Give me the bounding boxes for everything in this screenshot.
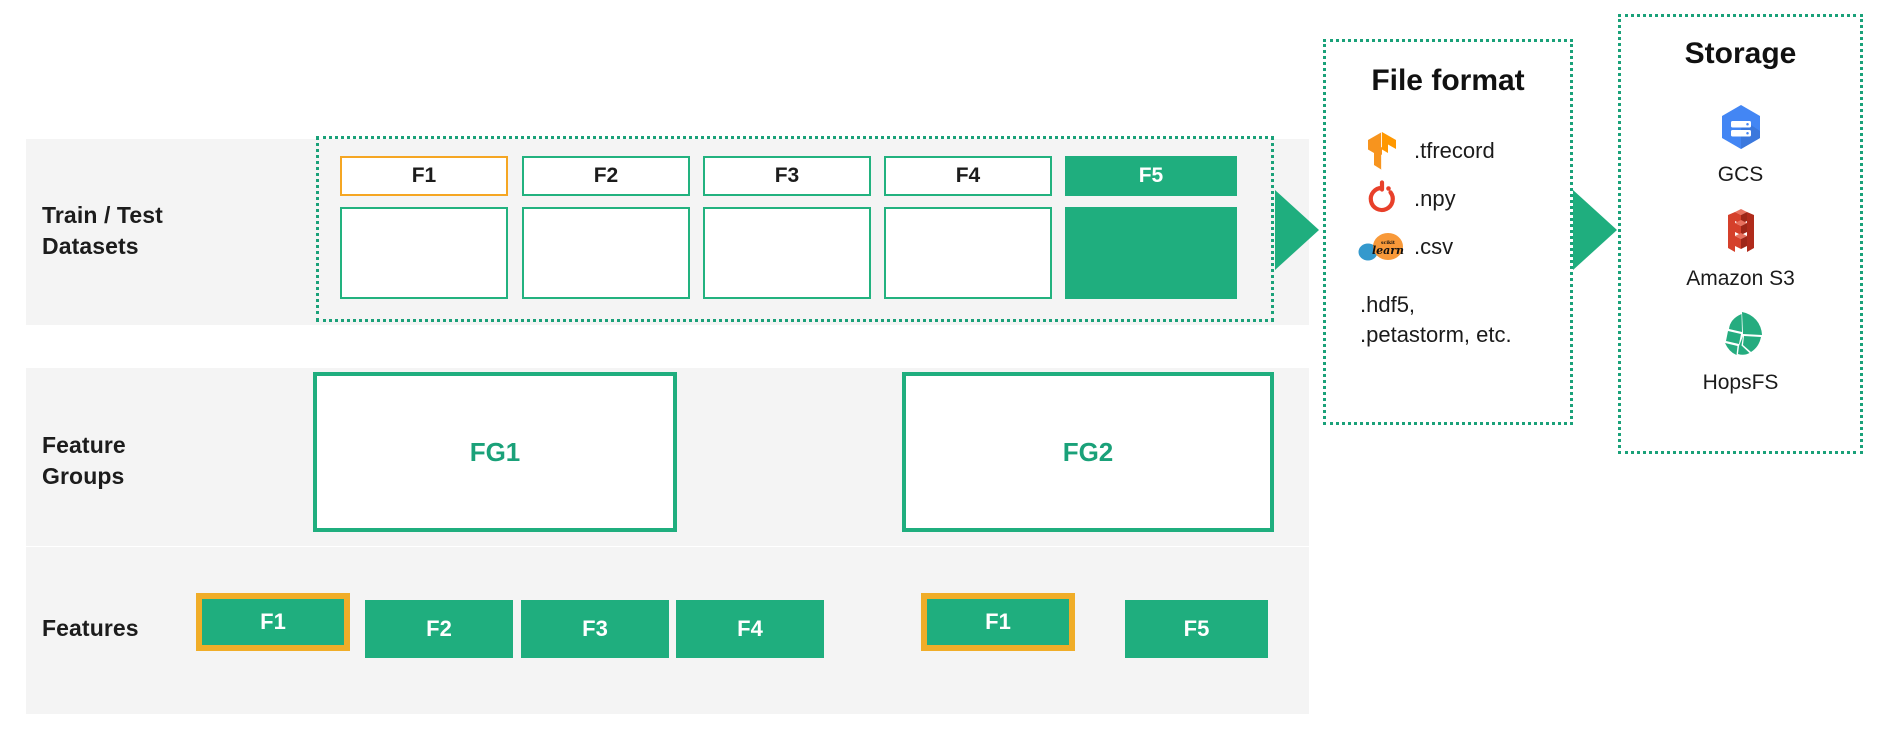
hopsfs-icon [1621, 303, 1860, 369]
file-format-item-csv[interactable]: scikit learn .csv [1356, 224, 1570, 270]
dataset-body-cell-f1[interactable] [340, 207, 508, 299]
file-format-label-csv: .csv [1414, 234, 1454, 259]
dataset-header-cell-f4[interactable]: F4 [884, 156, 1052, 196]
feature-chip-f3[interactable]: F3 [521, 600, 669, 658]
file-format-list: .tfrecord .npy scikit [1326, 128, 1570, 270]
feature-chip-f4[interactable]: F4 [676, 600, 824, 658]
feature-chip-f1-fg1[interactable]: F1 [196, 593, 350, 651]
file-format-item-tfrecord[interactable]: .tfrecord [1356, 128, 1570, 174]
svg-text:scikit: scikit [1381, 240, 1396, 246]
feature-chip-f5[interactable]: F5 [1125, 600, 1268, 658]
dataset-header-cell-f2[interactable]: F2 [522, 156, 690, 196]
dataset-body-cell-f5[interactable] [1065, 207, 1237, 299]
storage-label-gcs: GCS [1717, 163, 1764, 186]
row-label-features: Features [42, 615, 139, 641]
dataset-header-cell-f5[interactable]: F5 [1065, 156, 1237, 196]
dataset-header-cell-f1[interactable]: F1 [340, 156, 508, 196]
svg-text:learn: learn [1372, 244, 1404, 257]
train-test-dataset-container: F1 F2 F3 F4 F5 [316, 136, 1274, 322]
dataset-body-cell-f2[interactable] [522, 207, 690, 299]
dataset-header-cell-f3[interactable]: F3 [703, 156, 871, 196]
file-format-label-npy: .npy [1414, 186, 1456, 211]
row-label-train-test: Train / Test Datasets [42, 202, 163, 260]
storage-panel: Storage GCS [1618, 14, 1863, 454]
storage-item-amazon-s3[interactable]: Amazon S3 [1621, 199, 1860, 291]
storage-label-hopsfs: HopsFS [1702, 371, 1779, 394]
feature-group-fg2[interactable]: FG2 [902, 372, 1274, 532]
arrow-dataset-to-file-format [1275, 190, 1319, 270]
file-format-title: File format [1371, 64, 1525, 97]
dataset-body-cell-f3[interactable] [703, 207, 871, 299]
row-label-feature-groups: Feature Groups [42, 432, 126, 490]
storage-item-hopsfs[interactable]: HopsFS [1621, 303, 1860, 395]
feature-chip-f1-fg2[interactable]: F1 [921, 593, 1075, 651]
feature-chip-f2[interactable]: F2 [365, 600, 513, 658]
arrow-file-format-to-storage [1573, 190, 1617, 270]
tensorflow-icon [1356, 129, 1408, 173]
storage-title: Storage [1684, 37, 1797, 70]
numpy-icon [1356, 177, 1408, 221]
file-format-label-tfrecord: .tfrecord [1414, 138, 1495, 163]
file-format-item-npy[interactable]: .npy [1356, 176, 1570, 222]
file-format-panel: File format .tfrecord [1323, 39, 1573, 425]
file-format-extra-text: .hdf5, .petastorm, etc. [1360, 292, 1512, 347]
dataset-body-cell-f4[interactable] [884, 207, 1052, 299]
feature-group-fg1[interactable]: FG1 [313, 372, 677, 532]
storage-label-amazon-s3: Amazon S3 [1686, 267, 1795, 290]
amazon-s3-icon [1621, 199, 1860, 265]
storage-item-gcs[interactable]: GCS [1621, 95, 1860, 187]
storage-list: GCS [1621, 95, 1860, 395]
scikit-learn-icon: scikit learn [1356, 225, 1408, 269]
google-cloud-storage-icon [1621, 95, 1860, 161]
